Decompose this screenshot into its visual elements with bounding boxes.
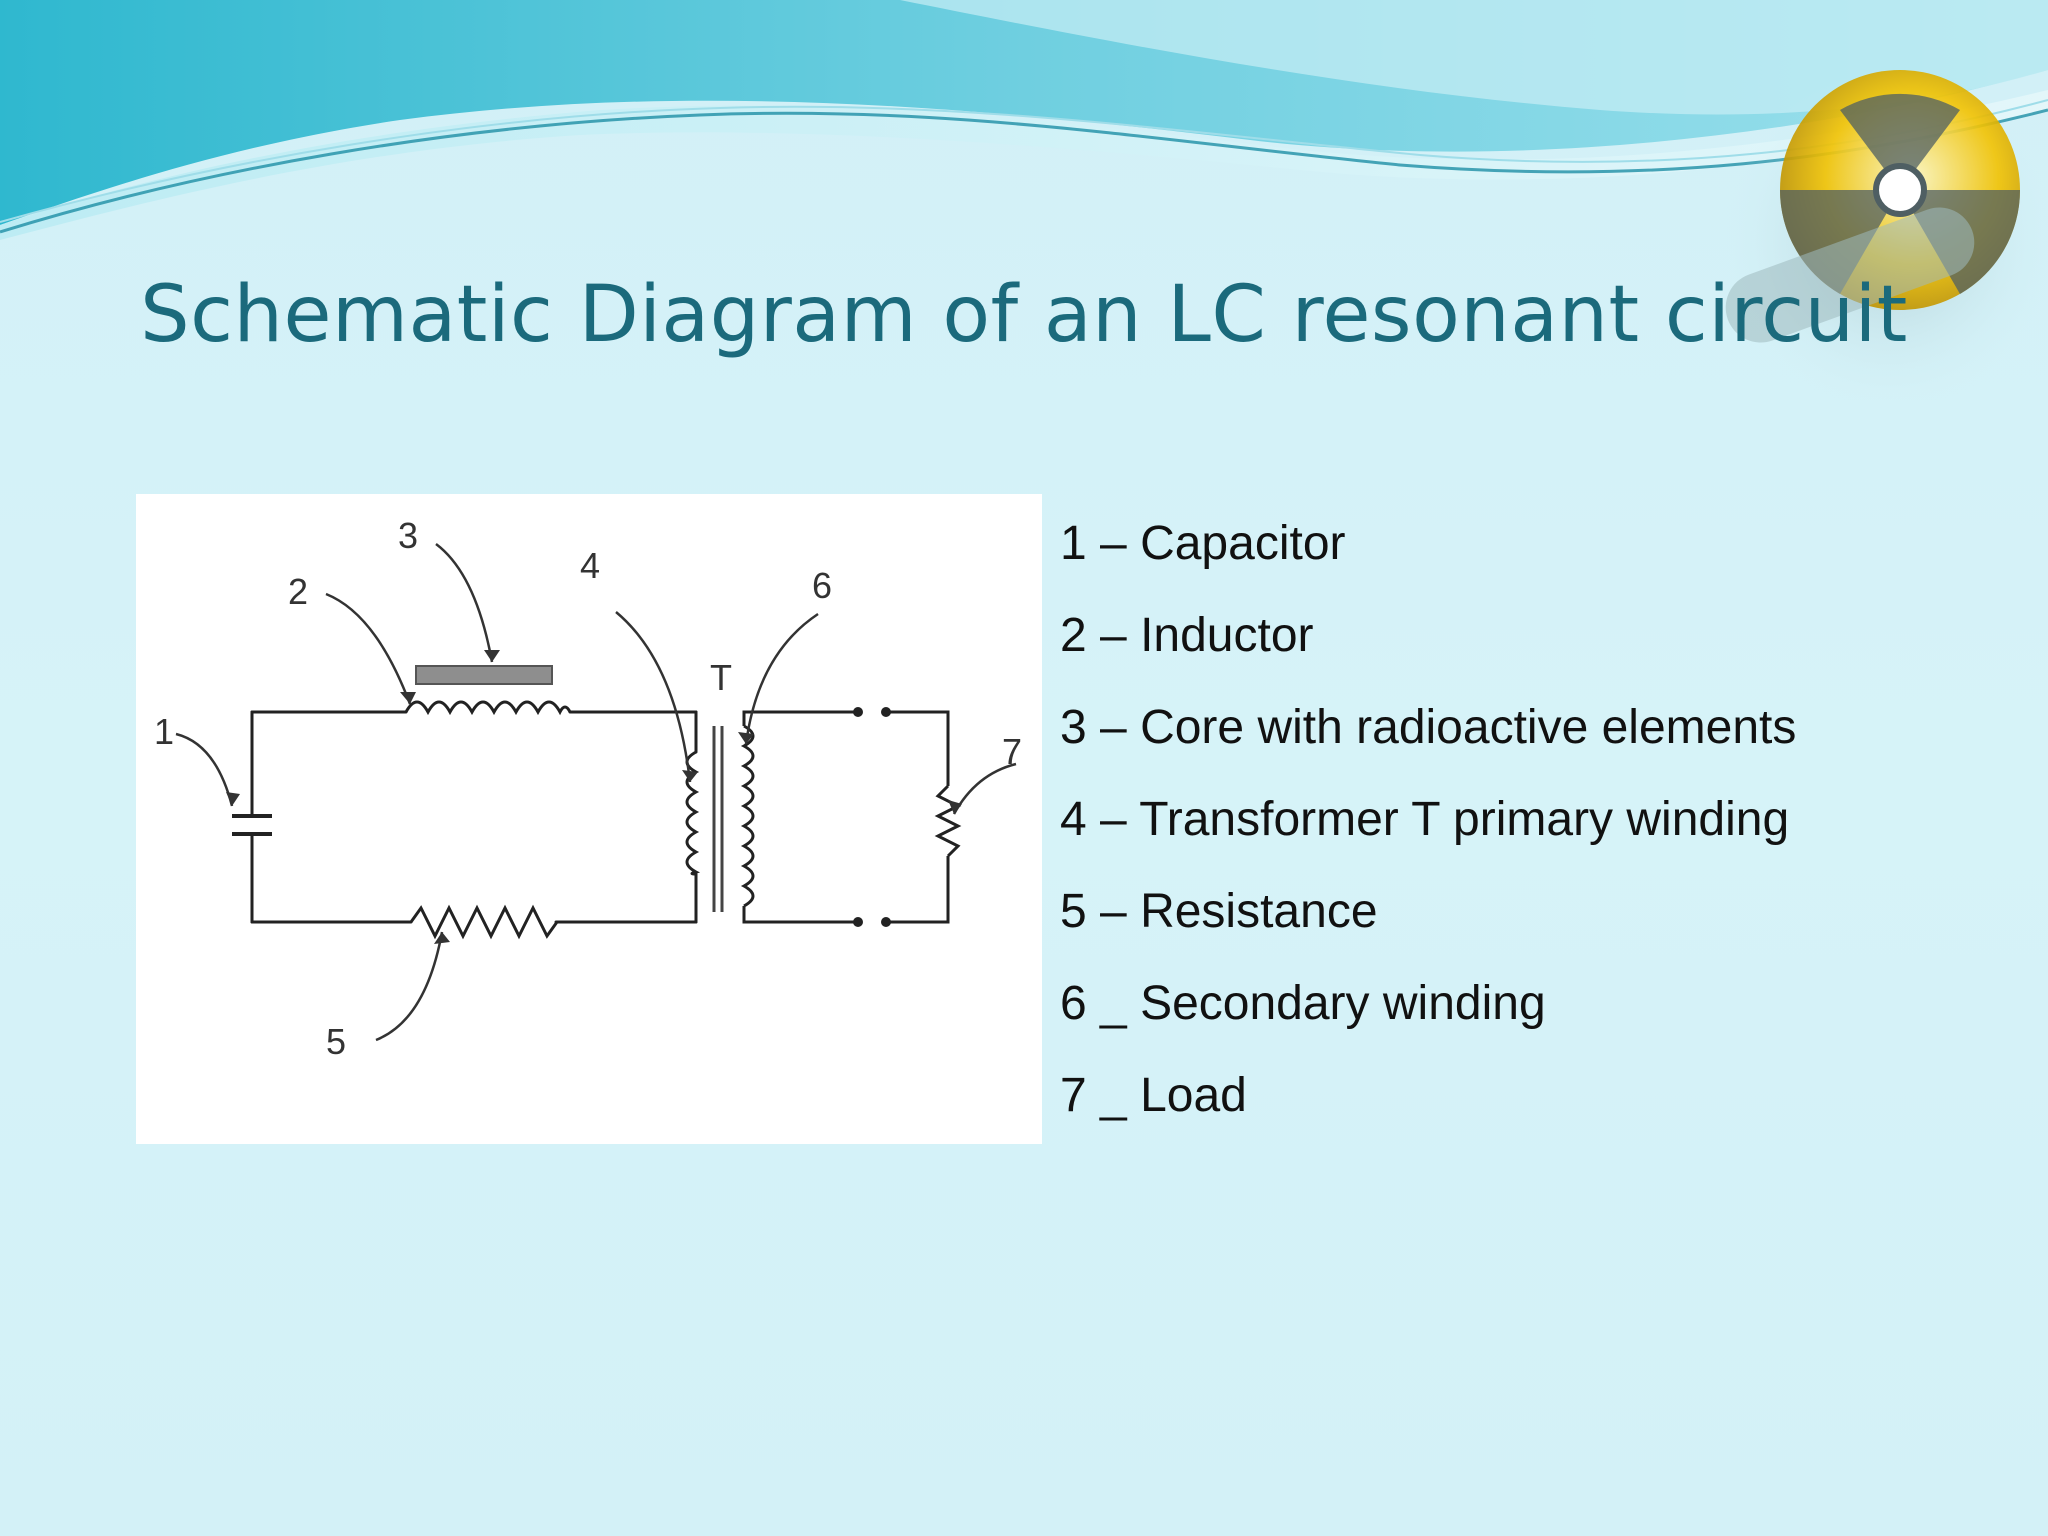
legend-item-secondary-winding: 6 _ Secondary winding <box>1060 977 1546 1030</box>
legend-item-primary-winding: 4 – Transformer T primary winding <box>1060 793 1790 846</box>
wire-load-top <box>888 710 950 786</box>
label-2: 2 <box>288 571 308 612</box>
slide-title: Schematic Diagram of an LC resonant circ… <box>140 270 1908 360</box>
label-7: 7 <box>1002 731 1022 772</box>
radiation-emblem-icon <box>1720 70 2048 400</box>
label-6: 6 <box>812 565 832 606</box>
label-5: 5 <box>326 1021 346 1062</box>
wire-secondary-bottom <box>742 906 856 924</box>
capacitor-symbol <box>232 814 272 836</box>
leader-arrowheads <box>226 650 962 944</box>
load-resistor <box>934 784 962 858</box>
transformer-core <box>712 726 724 912</box>
leader-3 <box>435 543 494 663</box>
circuit-schematic: 1 2 3 4 5 6 7 T <box>136 494 1042 1144</box>
leader-2 <box>325 592 412 705</box>
legend-item-inductor: 2 – Inductor <box>1060 609 1314 662</box>
secondary-winding <box>740 724 755 908</box>
wire-secondary-top <box>742 710 856 726</box>
output-terminals <box>853 707 891 927</box>
decorative-waves <box>0 0 2048 240</box>
leader-1 <box>175 732 234 807</box>
circuit-drawing: 1 2 3 4 5 6 7 T <box>154 515 1022 1062</box>
leader-5 <box>375 931 444 1042</box>
legend-item-load: 7 _ Load <box>1060 1069 1247 1122</box>
leader-6 <box>744 612 819 745</box>
inductor-coil <box>404 700 572 716</box>
resistor-zigzag <box>409 904 559 940</box>
label-4: 4 <box>580 545 600 586</box>
wire-load-bottom <box>888 856 950 924</box>
legend-item-core: 3 – Core with radioactive elements <box>1060 701 1797 754</box>
legend-item-capacitor: 1 – Capacitor <box>1060 517 1346 570</box>
leader-4 <box>615 611 692 783</box>
legend-item-resistance: 5 – Resistance <box>1060 885 1378 938</box>
transformer-label: T <box>710 657 732 698</box>
radioactive-core <box>415 665 553 685</box>
label-3: 3 <box>398 515 418 556</box>
label-1: 1 <box>154 711 174 752</box>
